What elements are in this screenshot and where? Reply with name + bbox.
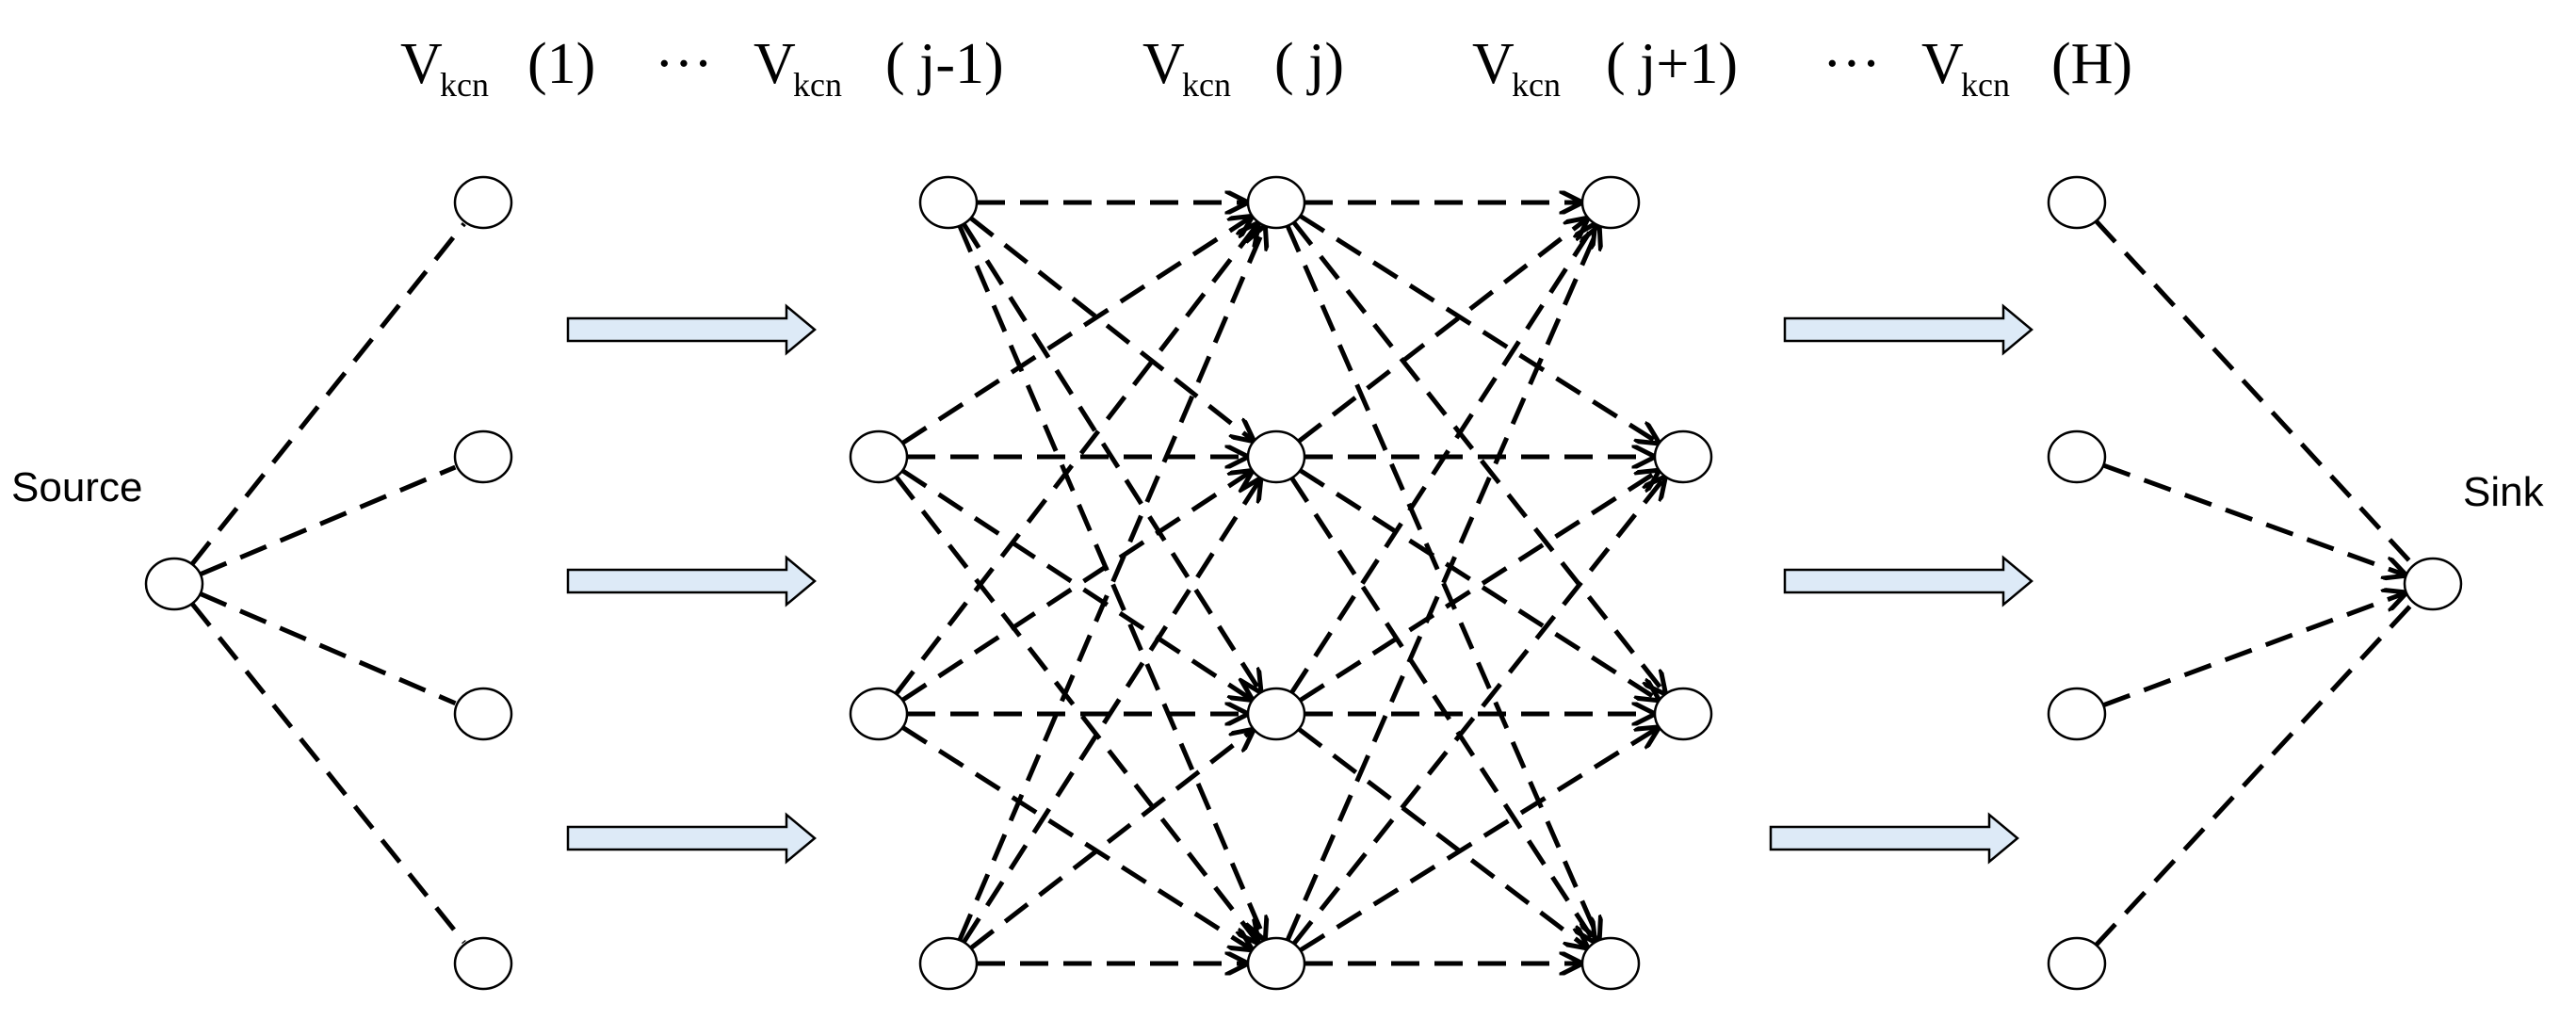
header-sub-1: kcn: [440, 66, 489, 104]
node-c4: [1246, 936, 1306, 991]
node-e4: [2047, 936, 2107, 991]
edge-source-a1: [189, 221, 466, 566]
node-e3: [2047, 687, 2107, 741]
node-c3: [1246, 687, 1306, 741]
edge-b3-c4: [901, 725, 1250, 948]
header-sub-3: kcn: [1182, 66, 1231, 104]
node-a4: [453, 936, 513, 991]
edge-source-a3: [199, 591, 457, 706]
header-v-5: V: [1921, 32, 1964, 96]
edge-c4-d3: [1299, 728, 1658, 953]
flow-arrow-left-3: [566, 812, 817, 865]
edge-b2-c3: [900, 468, 1251, 700]
edge-b4-c3: [969, 731, 1253, 950]
nodes: [144, 175, 2463, 991]
header-v-2: V: [753, 32, 796, 96]
node-d3: [1653, 687, 1713, 741]
node-e2: [2047, 429, 2107, 484]
header-sub-4: kcn: [1512, 66, 1561, 104]
edge-b3-c2: [900, 472, 1251, 703]
edge-e4-sink: [2094, 602, 2414, 947]
header-arg-5: (H): [2051, 32, 2132, 96]
edge-e2-sink: [2102, 462, 2405, 575]
edge-source-a2: [199, 464, 457, 577]
node-b4: [918, 936, 979, 991]
node-b2: [849, 429, 909, 484]
header-v-3: V: [1142, 32, 1185, 96]
edge-b4-c2: [962, 479, 1259, 944]
edge-source-a4: [189, 602, 466, 945]
edge-c2-d1: [1297, 219, 1587, 444]
node-d1: [1580, 175, 1641, 230]
header-v-1: V: [400, 32, 443, 96]
node-src: [144, 557, 204, 611]
node-b3: [849, 687, 909, 741]
flow-arrow-right-1: [1783, 303, 2033, 356]
header-arg-2: ( j-1): [885, 32, 1004, 96]
edge-b2-c4: [894, 475, 1258, 942]
header-dots-2: ···: [1823, 32, 1881, 96]
edge-c1-d2: [1299, 214, 1657, 442]
header-arg-1: (1): [527, 32, 595, 96]
header-arg-4: ( j+1): [1606, 32, 1738, 96]
edge-c4-d2: [1291, 478, 1664, 946]
node-a1: [453, 175, 513, 230]
edge-b1-c2: [969, 216, 1253, 441]
flow-arrow-right-3: [1769, 812, 2019, 865]
node-a3: [453, 687, 513, 741]
edge-c2-d3: [1299, 468, 1658, 699]
flow-arrows: [566, 303, 2033, 865]
node-c2: [1246, 429, 1306, 484]
header-sub-2: kcn: [793, 66, 842, 104]
edges: [189, 202, 2415, 963]
edge-c2-d4: [1289, 477, 1595, 941]
edge-c3-d1: [1289, 225, 1594, 694]
header-v-4: V: [1472, 32, 1515, 96]
node-d2: [1653, 429, 1713, 484]
edge-e3-sink: [2102, 593, 2405, 708]
sink-label: Sink: [2463, 469, 2545, 515]
edge-e1-sink: [2094, 219, 2415, 566]
node-snk: [2403, 557, 2463, 611]
flow-arrow-left-2: [566, 555, 817, 607]
flow-arrow-right-2: [1783, 555, 2033, 607]
header-formula: V kcn (1) ··· V kcn ( j-1) V kcn ( j) V …: [400, 32, 2132, 104]
edge-c1-d3: [1291, 220, 1664, 692]
header-dots-1: ···: [655, 32, 713, 96]
node-c1: [1246, 175, 1306, 230]
node-a2: [453, 429, 513, 484]
edge-b3-c1: [894, 224, 1257, 696]
edge-c3-d2: [1299, 471, 1658, 703]
edge-c3-d4: [1297, 727, 1586, 947]
header-sub-5: kcn: [1961, 66, 2010, 104]
node-d4: [1580, 936, 1641, 991]
node-b1: [918, 175, 979, 230]
node-e1: [2047, 175, 2107, 230]
edge-b1-c3: [962, 222, 1260, 691]
flow-arrow-left-1: [566, 303, 817, 356]
header-arg-3: ( j): [1274, 32, 1344, 96]
edge-b2-c1: [900, 218, 1251, 445]
source-label: Source: [11, 464, 142, 510]
